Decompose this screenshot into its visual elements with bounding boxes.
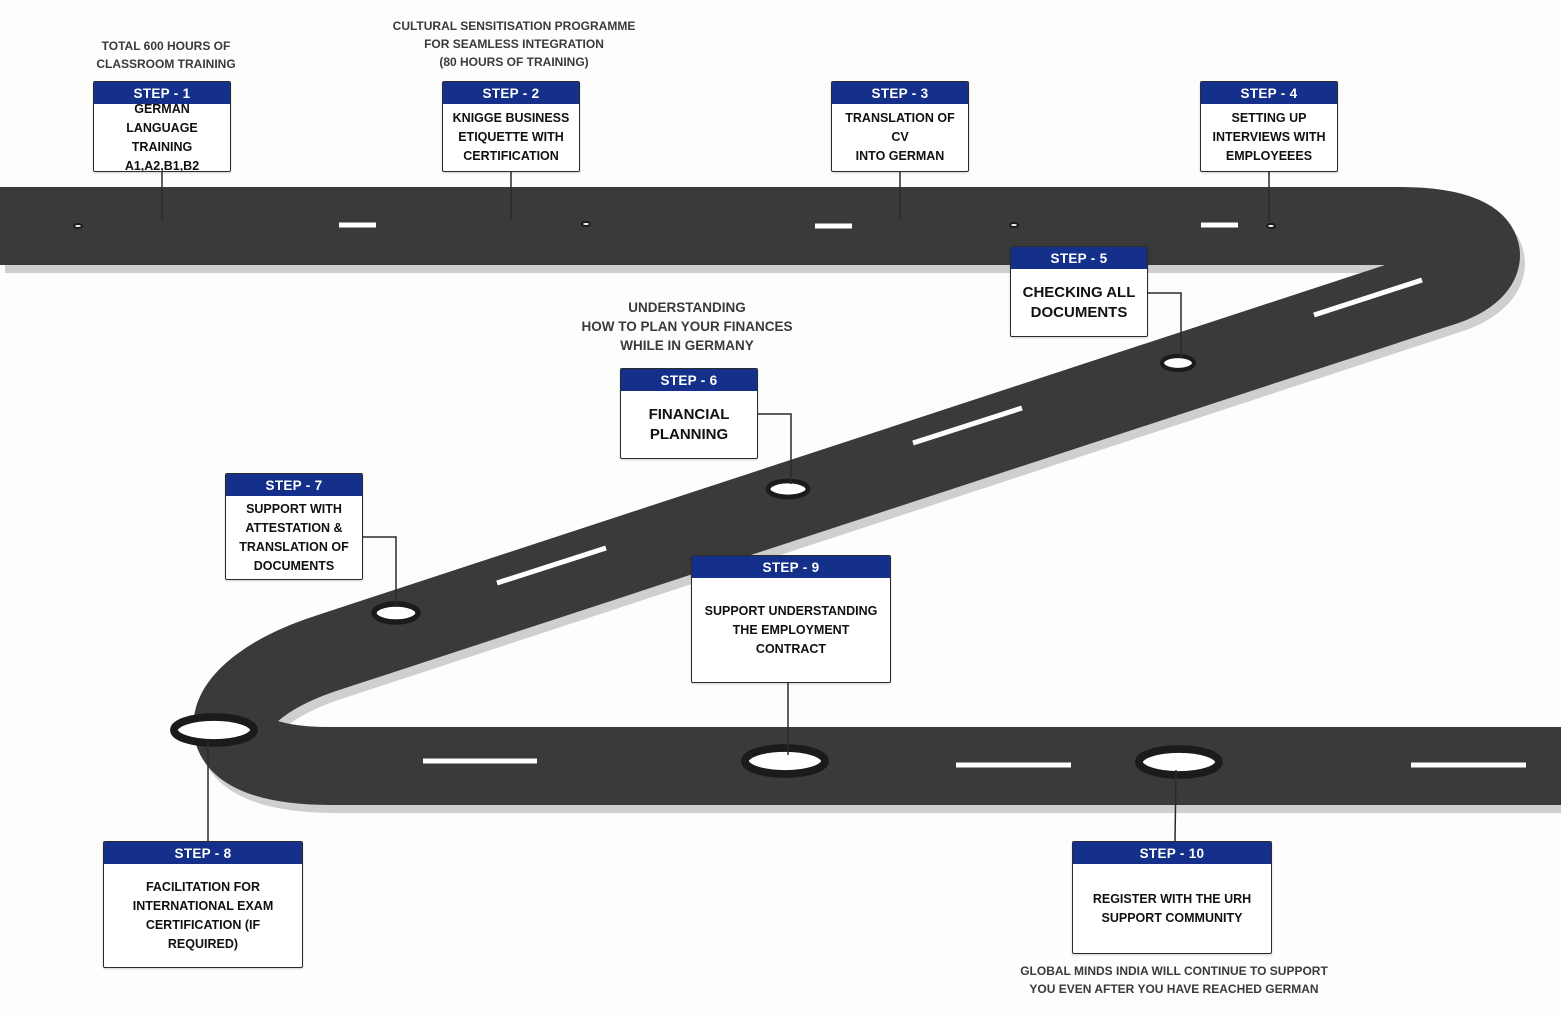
step-7-label: STEP - 7 [226, 474, 362, 496]
step-5-text: CHECKING ALL DOCUMENTS [1022, 283, 1136, 321]
lane-marking-5 [912, 405, 1023, 446]
step-3-text: TRANSLATION OF CV INTO GERMAN [845, 111, 955, 163]
step-4-text: SETTING UP INTERVIEWS WITH EMPLOYEEES [1212, 111, 1326, 163]
step-4-label: STEP - 4 [1201, 82, 1337, 104]
step-5-marker [1159, 353, 1197, 373]
step-10-note: GLOBAL MINDS INDIA WILL CONTINUE TO SUPP… [1020, 964, 1328, 996]
step-2-card: STEP - 2 KNIGGE BUSINESS ETIQUETTE WITH … [442, 81, 580, 172]
step-10-card: STEP - 10 REGISTER WITH THE URH SUPPORT … [1072, 841, 1272, 954]
step-2-marker [581, 221, 591, 227]
step-9-card: STEP - 9 SUPPORT UNDERSTANDING THE EMPLO… [691, 555, 891, 683]
step-9-marker [741, 744, 829, 778]
step-3-marker [1009, 222, 1019, 228]
step-10-text: REGISTER WITH THE URH SUPPORT COMMUNITY [1092, 891, 1252, 925]
step-10-label: STEP - 10 [1073, 842, 1271, 864]
step-6-connector [756, 413, 792, 484]
step-4-marker [1266, 223, 1276, 229]
step-7-card: STEP - 7 SUPPORT WITH ATTESTATION & TRAN… [225, 473, 363, 580]
step-1-text: GERMAN LANGUAGE TRAINING A1,A2,B1,B2 [124, 101, 200, 172]
step-1-label: STEP - 1 [94, 82, 230, 104]
step-2-label: STEP - 2 [443, 82, 579, 104]
step-8-marker [170, 713, 258, 747]
step-6-note: UNDERSTANDING HOW TO PLAN YOUR FINANCES … [581, 300, 793, 353]
step-9-label: STEP - 9 [692, 556, 890, 578]
lane-marking-6 [496, 545, 607, 586]
road-surface [0, 187, 1561, 805]
step-10-connector [1174, 769, 1177, 842]
step-2-text: KNIGGE BUSINESS ETIQUETTE WITH CERTIFICA… [452, 111, 570, 163]
step-6-text: FINANCIAL PLANNING [648, 405, 730, 443]
step-2-note: CULTURAL SENSITISATION PROGRAMME FOR SEA… [392, 19, 636, 69]
step-8-card: STEP - 8 FACILITATION FOR INTERNATIONAL … [103, 841, 303, 968]
step-1-marker [73, 223, 83, 229]
step-5-card: STEP - 5 CHECKING ALL DOCUMENTS [1010, 246, 1148, 337]
step-6-card: STEP - 6 FINANCIAL PLANNING [620, 368, 758, 459]
step-3-card: STEP - 3 TRANSLATION OF CV INTO GERMAN [831, 81, 969, 172]
step-5-label: STEP - 5 [1011, 247, 1147, 269]
step-7-text: SUPPORT WITH ATTESTATION & TRANSLATION O… [239, 501, 349, 573]
step-1-note: TOTAL 600 HOURS OF CLASSROOM TRAINING [96, 39, 236, 71]
step-1-card: STEP - 1 GERMAN LANGUAGE TRAINING A1,A2,… [93, 81, 231, 172]
step-8-text: FACILITATION FOR INTERNATIONAL EXAM CERT… [132, 879, 274, 951]
step-3-label: STEP - 3 [832, 82, 968, 104]
step-7-connector [361, 536, 397, 607]
step-4-card: STEP - 4 SETTING UP INTERVIEWS WITH EMPL… [1200, 81, 1338, 172]
step-10-marker [1135, 745, 1223, 779]
step-9-text: SUPPORT UNDERSTANDING THE EMPLOYMENT CON… [704, 603, 878, 656]
lane-marking-4 [1313, 277, 1423, 318]
step-6-marker [765, 478, 811, 500]
step-6-label: STEP - 6 [621, 369, 757, 391]
step-8-label: STEP - 8 [104, 842, 302, 864]
step-5-connector [1146, 292, 1182, 357]
